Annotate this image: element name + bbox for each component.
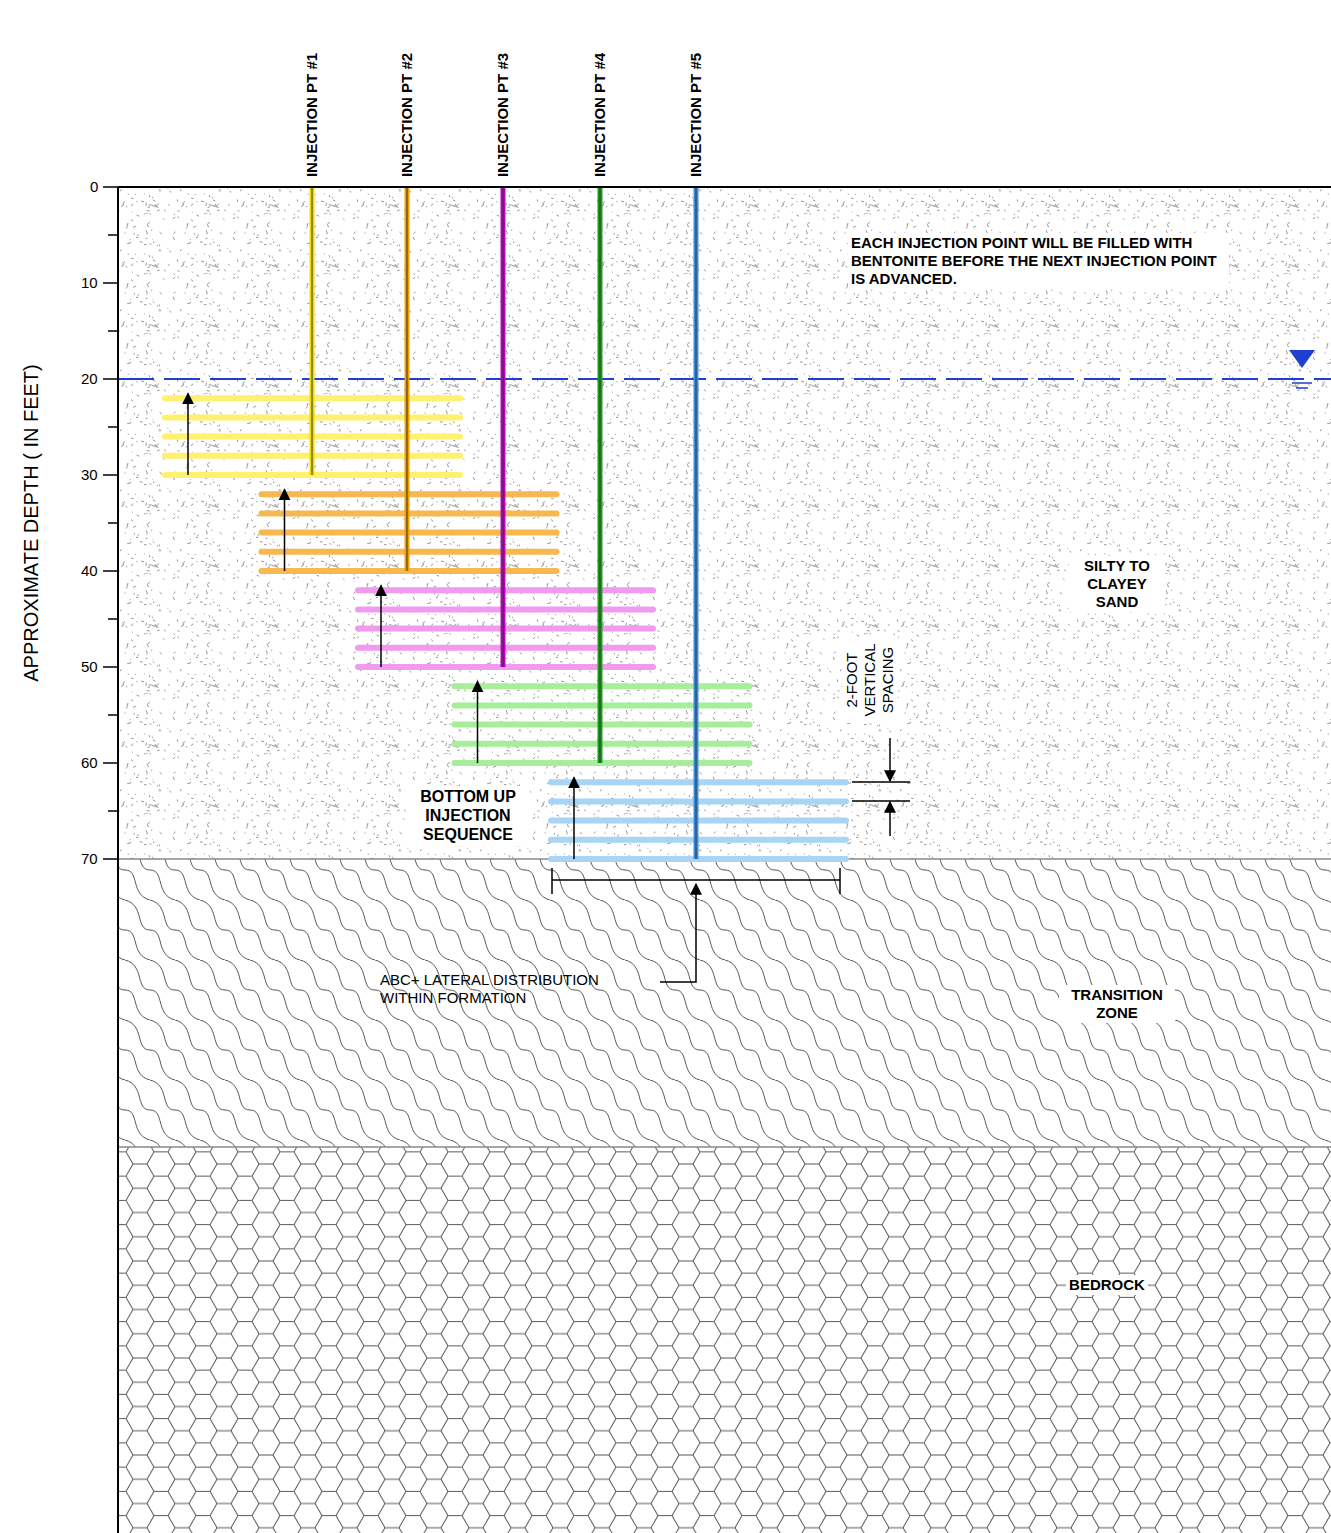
injection-rod xyxy=(310,187,315,475)
injection-label: INJECTION PT #3 xyxy=(494,53,512,177)
sequence-arrow xyxy=(477,681,479,763)
sequence-label: BOTTOM UP INJECTION SEQUENCE xyxy=(406,786,530,846)
depth-value: 0 xyxy=(90,178,98,196)
layer-label: BEDROCK xyxy=(1066,1275,1148,1295)
layer-boundary xyxy=(118,1146,1331,1148)
sand-texture xyxy=(118,187,1331,859)
injection-rod xyxy=(598,187,603,763)
water-table xyxy=(118,378,1331,380)
injection-rod-core xyxy=(600,187,601,763)
depth-axis xyxy=(117,187,119,1533)
transition-texture xyxy=(118,859,1331,1147)
depth-value: 10 xyxy=(81,274,98,292)
ground-surface xyxy=(118,186,1331,188)
sequence-arrow xyxy=(380,585,382,667)
injection-label: INJECTION PT #5 xyxy=(687,53,705,177)
injection-label: INJECTION PT #1 xyxy=(303,53,321,177)
lateral-dimension xyxy=(552,868,840,982)
soil-layer: BEDROCK xyxy=(118,1147,1331,1533)
depth-value: 20 xyxy=(81,370,98,388)
dimension-label: 2-FOOT VERTICAL SPACING xyxy=(842,637,898,723)
layer-label: TRANSITION ZONE xyxy=(1059,985,1175,1023)
injection-rod-core xyxy=(407,187,408,571)
soil-layer: TRANSITION ZONE xyxy=(118,859,1331,1147)
callout-label: ABC+ LATERAL DISTRIBUTION WITHIN FORMATI… xyxy=(380,971,620,1007)
injection-points xyxy=(165,187,846,859)
injection-rod xyxy=(405,187,410,571)
sequence-arrow xyxy=(284,489,286,571)
spacing-dimension xyxy=(852,738,910,836)
injection-label: INJECTION PT #2 xyxy=(398,53,416,177)
injection-rod-core xyxy=(503,187,504,667)
injection-rod-core xyxy=(696,187,697,859)
layer-boundary xyxy=(118,858,1331,860)
sequence-arrow xyxy=(573,777,575,859)
bedrock-texture xyxy=(118,1147,1331,1533)
depth-value: 60 xyxy=(81,754,98,772)
depth-ticks xyxy=(103,187,118,859)
note: EACH INJECTION POINT WILL BE FILLED WITH… xyxy=(848,233,1229,289)
injection-rod xyxy=(694,187,699,859)
injection-label: INJECTION PT #4 xyxy=(591,53,609,177)
depth-value: 50 xyxy=(81,658,98,676)
water-table-symbol xyxy=(1289,350,1315,388)
injection-rod-core xyxy=(312,187,313,475)
layer-label: SILTY TO CLAYEY SAND xyxy=(1069,556,1165,612)
axis-title: APPROXIMATE DEPTH ( IN FEET) xyxy=(18,364,42,681)
depth-value: 40 xyxy=(81,562,98,580)
sequence-arrow xyxy=(187,393,189,475)
depth-value: 30 xyxy=(81,466,98,484)
depth-value: 70 xyxy=(81,850,98,868)
injection-rod xyxy=(501,187,506,667)
